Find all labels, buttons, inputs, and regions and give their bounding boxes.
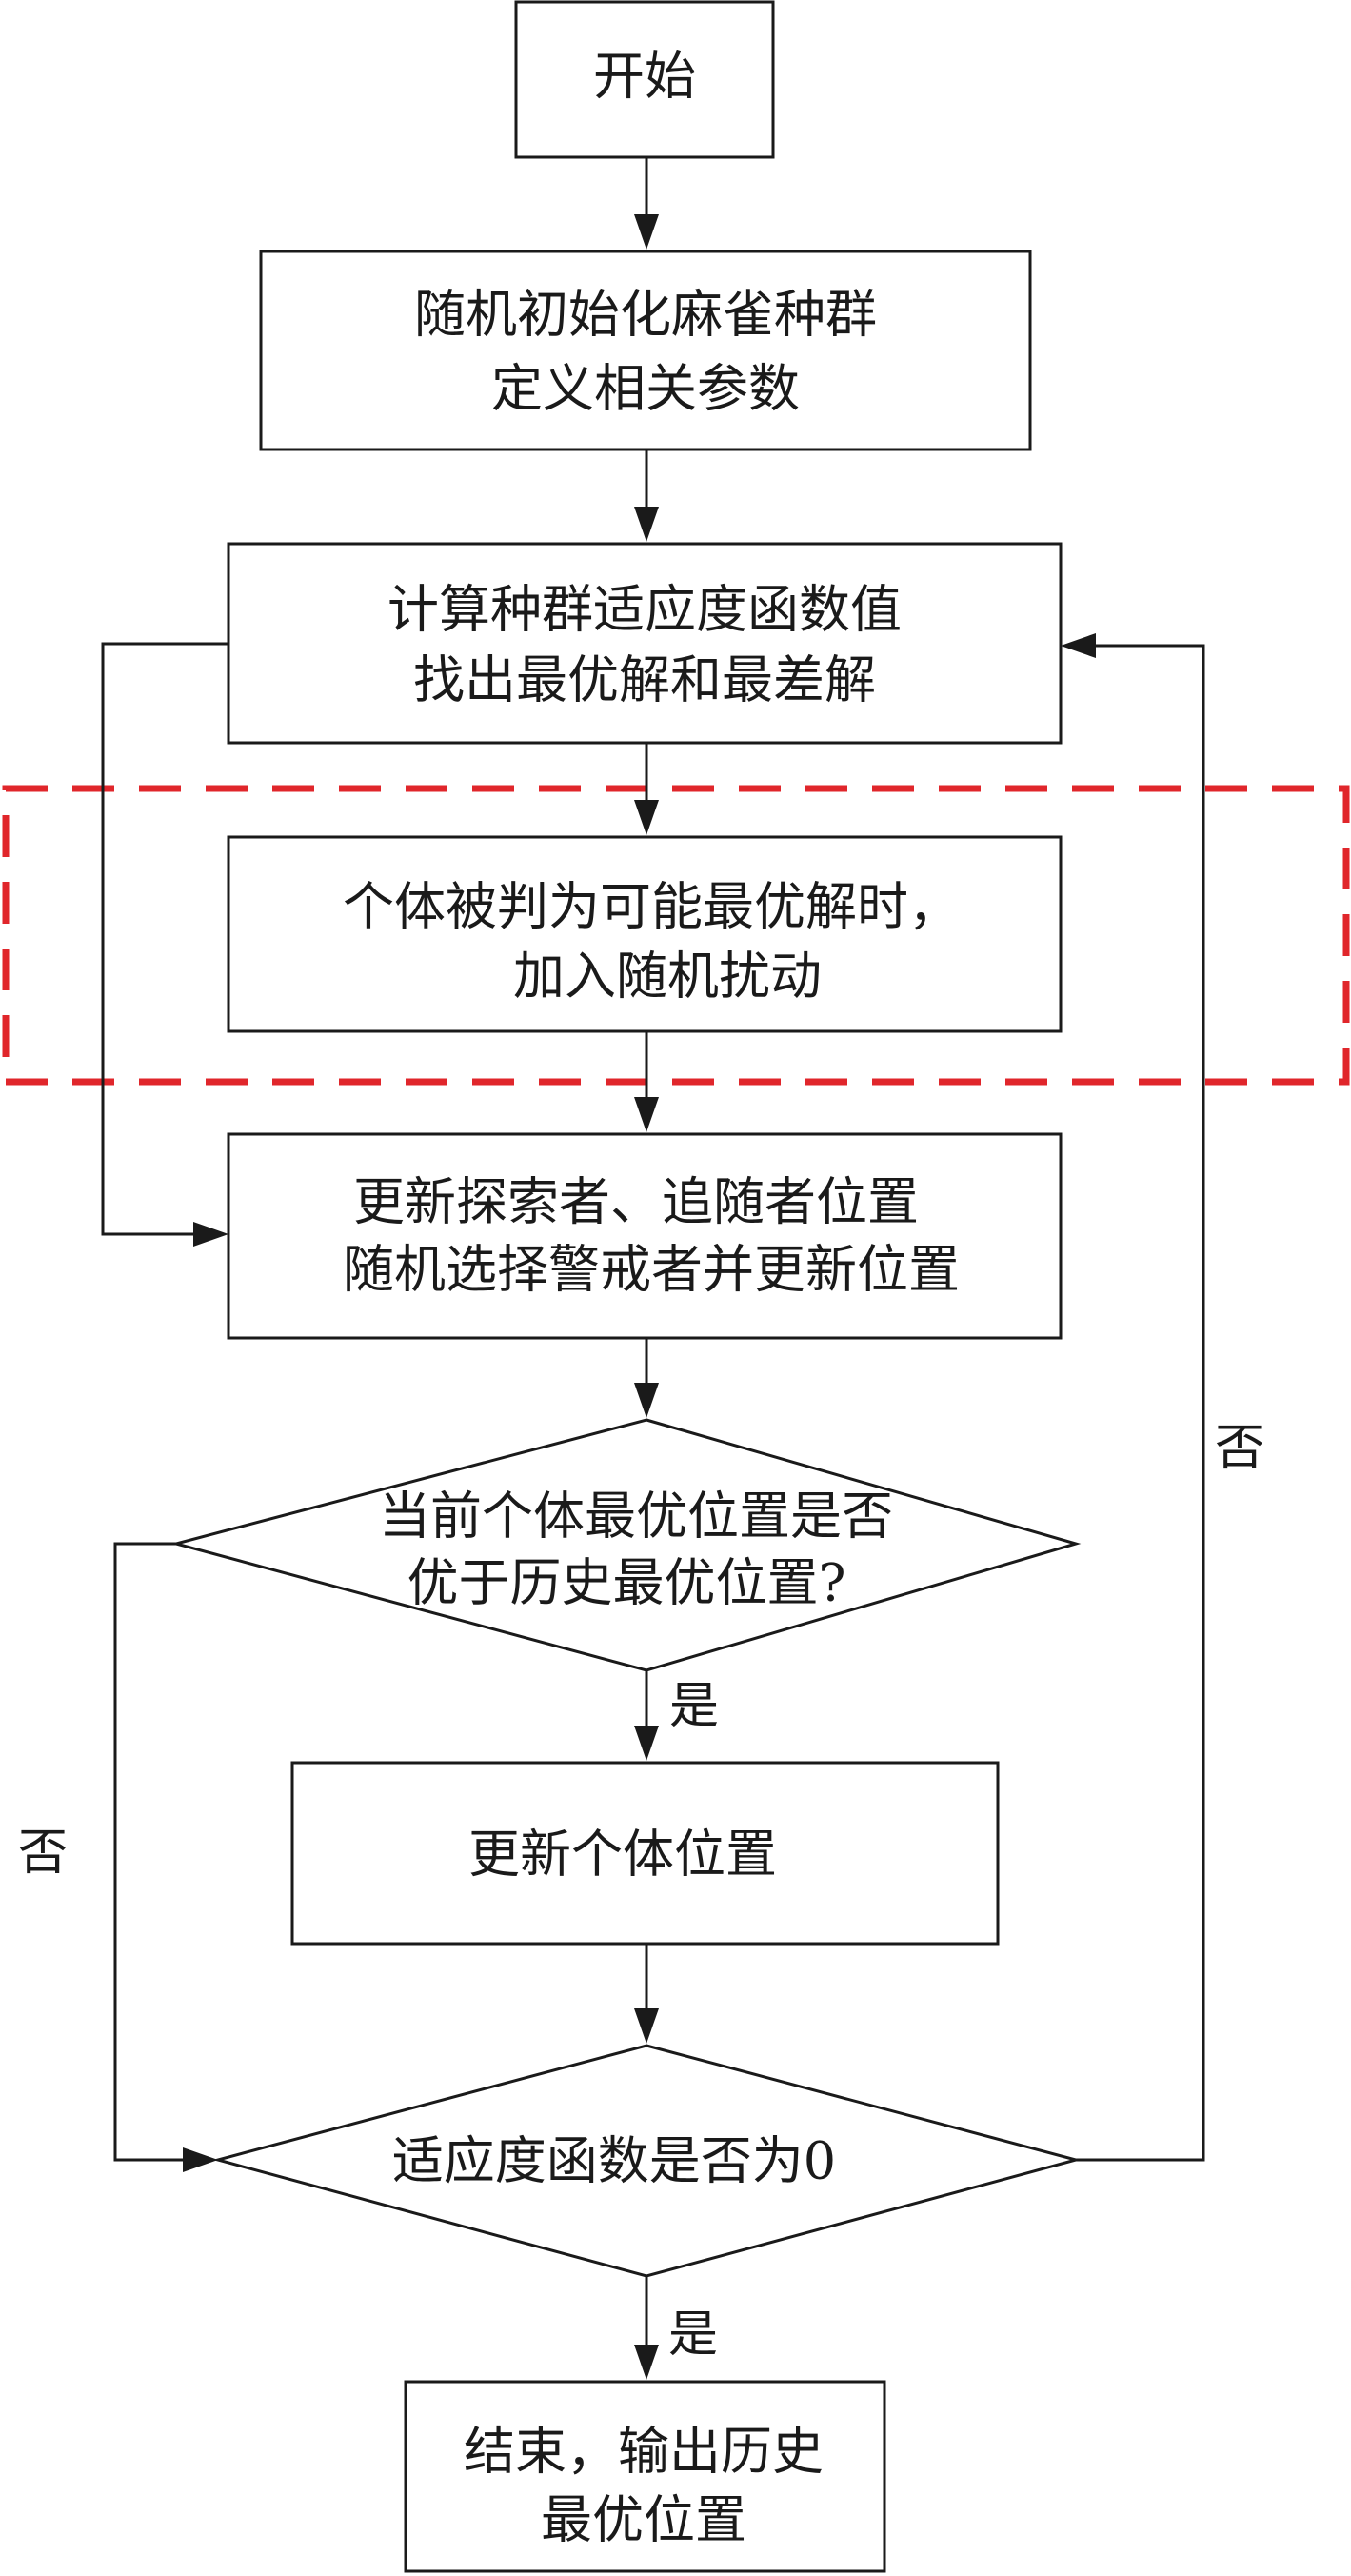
fitness-label-line-2: 找出最优解和最差解	[413, 650, 876, 710]
end-node: 结束，输出历史 最优位置	[404, 2380, 886, 2573]
arrowhead-fitness-loop	[1061, 633, 1096, 658]
highlight-region	[2, 785, 1350, 1086]
edge-fitness-bypass-to-update	[101, 642, 228, 1236]
end-label-line-2: 最优位置	[541, 2490, 746, 2550]
arrowhead-update	[634, 1097, 659, 1132]
check-zero-yes-label: 是	[668, 2306, 718, 2364]
start-node: 开始	[514, 0, 775, 159]
arrowhead-compare	[634, 1383, 659, 1418]
init-label-line-2: 定义相关参数	[491, 359, 800, 419]
end-label-line-1: 结束，输出历史	[464, 2422, 824, 2482]
arrowhead-check	[634, 2008, 659, 2044]
arrowhead-check-side	[183, 2147, 218, 2172]
check-zero-decision: 适应度函数是否为0	[212, 2044, 1082, 2278]
arrowhead-init	[634, 214, 659, 250]
update-label-line-2: 随机选择警戒者并更新位置	[343, 1240, 960, 1300]
arrowhead-update-individual	[634, 1726, 659, 1761]
init-node: 随机初始化麻雀种群 定义相关参数	[259, 250, 1032, 451]
compare-yes-label: 是	[669, 1678, 719, 1735]
update-individual-label: 更新个体位置	[468, 1825, 777, 1885]
arrowhead-perturb	[634, 800, 659, 835]
connectors	[101, 157, 1205, 2380]
edge-compare-no-to-check	[113, 1542, 186, 2162]
start-label: 开始	[593, 47, 696, 107]
fitness-node: 计算种群适应度函数值 找出最优解和最差解	[227, 542, 1063, 745]
init-label-line-1: 随机初始化麻雀种群	[414, 285, 877, 345]
perturb-node: 个体被判为可能最优解时， 加入随机扰动	[227, 835, 1063, 1033]
compare-label-line-2: 优于历史最优位置?	[407, 1553, 846, 1613]
fitness-label-line-1: 计算种群适应度函数值	[387, 580, 902, 640]
check-zero-label: 适应度函数是否为0	[392, 2131, 836, 2191]
update-individual-node: 更新个体位置	[290, 1761, 1000, 1946]
compare-decision: 当前个体最优位置是否 优于历史最优位置?	[170, 1418, 1082, 1672]
check-zero-no-label: 否	[1215, 1420, 1264, 1477]
edge-check-no-loop	[1076, 644, 1205, 2162]
update-node: 更新探索者、追随者位置 随机选择警戒者并更新位置	[227, 1132, 1063, 1340]
perturb-label-line-2: 加入随机扰动	[513, 947, 822, 1007]
arrowhead-end	[634, 2345, 659, 2380]
update-label-line-1: 更新探索者、追随者位置	[353, 1172, 919, 1232]
perturb-label-line-1: 个体被判为可能最优解时，	[343, 877, 960, 937]
compare-label-line-1: 当前个体最优位置是否	[379, 1487, 893, 1547]
compare-no-label: 否	[18, 1825, 68, 1882]
arrowhead-fitness	[634, 507, 659, 542]
arrowhead-update-side	[193, 1222, 228, 1247]
